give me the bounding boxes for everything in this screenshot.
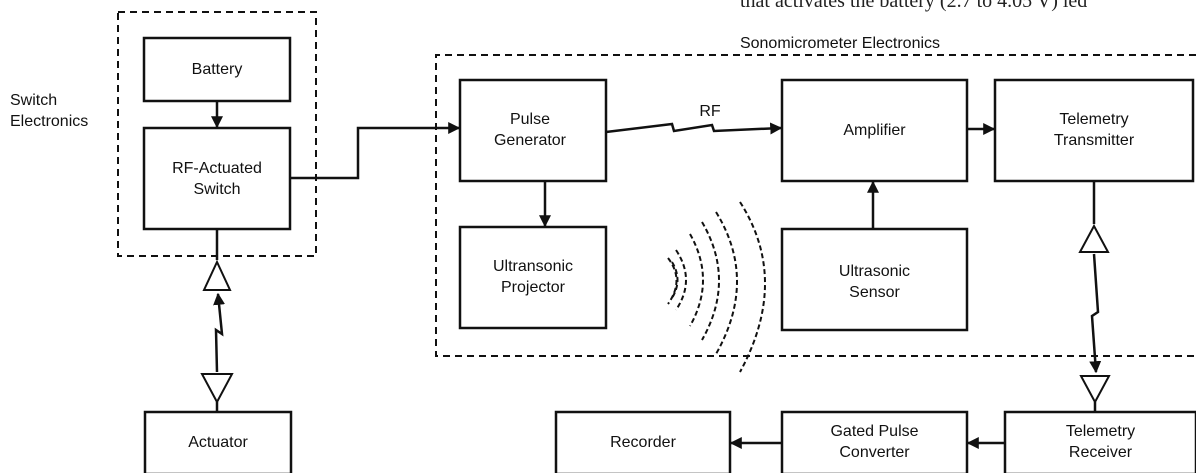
switch-to-pulse-generator-line bbox=[290, 122, 461, 180]
rf-switch-label: RF-Actuated Switch bbox=[172, 160, 262, 198]
rf-link-zigzag bbox=[605, 122, 783, 135]
pulse-generator-label: Pulse Generator bbox=[493, 111, 567, 149]
switch-electronics-boundary bbox=[117, 11, 317, 257]
ultrasonic-wave-icon bbox=[667, 201, 766, 373]
ultrasonic-projector-block bbox=[458, 225, 608, 330]
telemetry-receiver-label: Telemetry Receiver bbox=[1065, 423, 1136, 461]
top-text-fragment: that activates the battery (2.7 to 4.05 … bbox=[740, 0, 1088, 12]
switch-radio-link bbox=[213, 292, 226, 373]
sonomicrometer-electronics-boundary bbox=[435, 54, 1196, 357]
ultrasonic-projector-label: Ultransonic Projector bbox=[492, 258, 574, 296]
sonomicrometer-electronics-label: Sonomicrometer Electronics bbox=[739, 35, 941, 52]
ultrasonic-sensor-block bbox=[780, 227, 969, 332]
transmitter-antenna-triangle bbox=[1078, 223, 1110, 253]
telemetry-transmitter-label: Telemetry Transmitter bbox=[1053, 111, 1135, 149]
battery-label: Battery bbox=[191, 61, 243, 78]
actuator-label: Actuator bbox=[188, 434, 248, 451]
actuator-antenna-triangle bbox=[200, 373, 234, 405]
recorder-label: Recorder bbox=[610, 434, 676, 451]
rf-label: RF bbox=[699, 103, 721, 120]
ultrasonic-sensor-label: Ultrasonic Sensor bbox=[838, 263, 911, 301]
gated-pulse-converter-label: Gated Pulse Converter bbox=[830, 423, 919, 461]
switch-antenna-triangle bbox=[202, 259, 232, 291]
switch-electronics-label: Switch Electronics bbox=[10, 92, 89, 130]
telemetry-radio-link bbox=[1089, 253, 1102, 374]
amplifier-label: Amplifier bbox=[843, 122, 906, 139]
receiver-antenna-triangle bbox=[1079, 375, 1111, 405]
